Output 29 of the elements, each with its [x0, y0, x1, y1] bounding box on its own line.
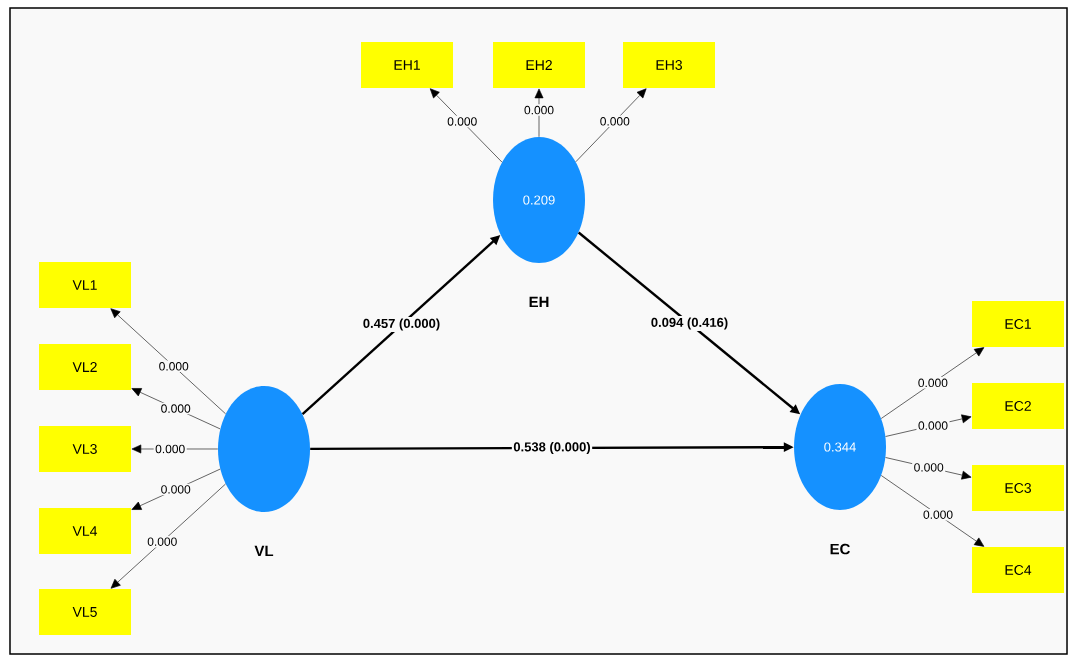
edge-label: 0.000 — [153, 443, 187, 455]
indicator-box: EH1 — [361, 42, 453, 88]
arrow — [131, 388, 221, 430]
variable-name: EC — [830, 543, 850, 555]
indicator-box: VL1 — [39, 262, 131, 308]
indicator-box: VL4 — [39, 508, 131, 554]
variable-name: EH — [529, 296, 549, 308]
edge-label: 0.000 — [916, 377, 950, 389]
arrow — [131, 468, 221, 510]
indicator-box: EC2 — [972, 383, 1064, 429]
arrow — [429, 88, 503, 163]
indicator-box: EC3 — [972, 465, 1064, 511]
indicator-box: EC4 — [972, 547, 1064, 593]
arrow — [575, 88, 647, 163]
arrow — [110, 483, 226, 589]
indicator-box: EC1 — [972, 301, 1064, 347]
edge-label: 0.538 (0.000) — [511, 440, 593, 456]
indicator-box: VL2 — [39, 344, 131, 390]
indicator-box: VL3 — [39, 426, 131, 472]
arrow — [534, 88, 544, 138]
latent-variable-circle — [218, 386, 310, 512]
arrow — [880, 347, 985, 419]
indicator-box: VL5 — [39, 589, 131, 635]
variable-name: VL — [254, 545, 274, 557]
arrow — [110, 308, 226, 415]
edge-label: 0.000 — [522, 104, 556, 116]
indicator-box: EH2 — [493, 42, 585, 88]
arrow — [880, 475, 985, 547]
indicator-box: EH3 — [623, 42, 715, 88]
